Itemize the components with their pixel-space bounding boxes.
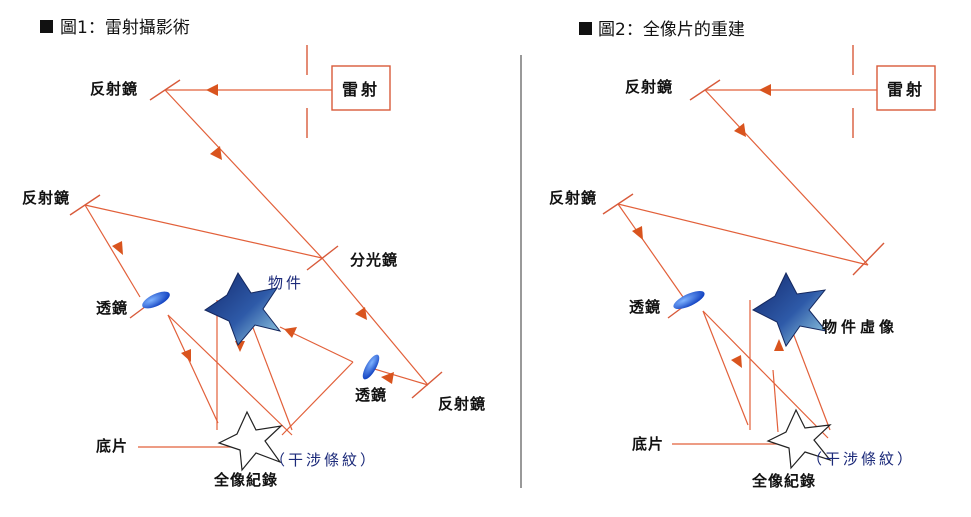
arrow-icon [734, 123, 746, 137]
virtual-image-star-icon [751, 271, 828, 348]
arrow-icon [731, 355, 742, 368]
label-mirror-top: 反射鏡 [90, 80, 138, 98]
lens-left [673, 290, 705, 310]
label-hologram: 全像紀錄 [213, 471, 278, 489]
arrow-icon [112, 241, 123, 255]
arrow-icon [381, 372, 394, 384]
mirror-top [689, 79, 721, 101]
arrow-icon [181, 349, 191, 362]
beam-splitter [306, 245, 339, 271]
object-star-icon [203, 271, 282, 346]
laser-box [331, 65, 391, 111]
label-splitter: 分光鏡 [350, 251, 398, 269]
hologram-star-icon [217, 410, 283, 472]
arrow-icon [206, 84, 218, 96]
label-mirror-top: 反射鏡 [625, 78, 673, 96]
arrow-icon [284, 327, 297, 338]
mirror-left [602, 193, 634, 215]
arrow-icon [774, 339, 784, 351]
lens-right [362, 354, 380, 380]
mirror-right [411, 371, 443, 399]
diagram-1: 圖1：雷射攝影術 雷射 [22, 18, 486, 489]
title-bullet-icon [40, 20, 53, 33]
arrow-icon [210, 146, 222, 160]
diagram-1-title: 圖1：雷射攝影術 [60, 18, 190, 38]
mirror-left [69, 194, 101, 216]
laser-label: 雷射 [887, 80, 925, 99]
diagram-2-title: 圖2：全像片的重建 [598, 20, 745, 40]
lens-left [142, 291, 170, 309]
label-interference: （干涉條紋） [807, 450, 915, 468]
arrow-icon [355, 307, 367, 320]
mirror-top [149, 79, 181, 101]
label-lens-right: 透鏡 [355, 386, 387, 404]
label-lens-left: 透鏡 [96, 299, 128, 317]
diagram-2: 圖2：全像片的重建 雷射 反射鏡 [549, 20, 936, 490]
laser-label: 雷射 [342, 80, 380, 99]
label-interference: （干涉條紋） [270, 451, 378, 469]
arrow-icon [759, 84, 771, 96]
beam-splitter [852, 242, 885, 276]
label-virtual-image: 物件虛像 [822, 318, 898, 336]
title-bullet-icon [579, 22, 592, 35]
label-lens-left: 透鏡 [629, 298, 661, 316]
arrow-icon [632, 226, 643, 240]
laser-box [876, 65, 936, 111]
label-mirror-right: 反射鏡 [438, 395, 486, 413]
label-film: 底片 [632, 435, 664, 453]
label-mirror-left: 反射鏡 [549, 189, 597, 207]
label-film: 底片 [96, 437, 128, 455]
label-object: 物件 [268, 274, 304, 292]
label-mirror-left: 反射鏡 [22, 189, 70, 207]
hologram-star-icon [766, 408, 832, 470]
label-hologram: 全像紀錄 [751, 472, 816, 490]
